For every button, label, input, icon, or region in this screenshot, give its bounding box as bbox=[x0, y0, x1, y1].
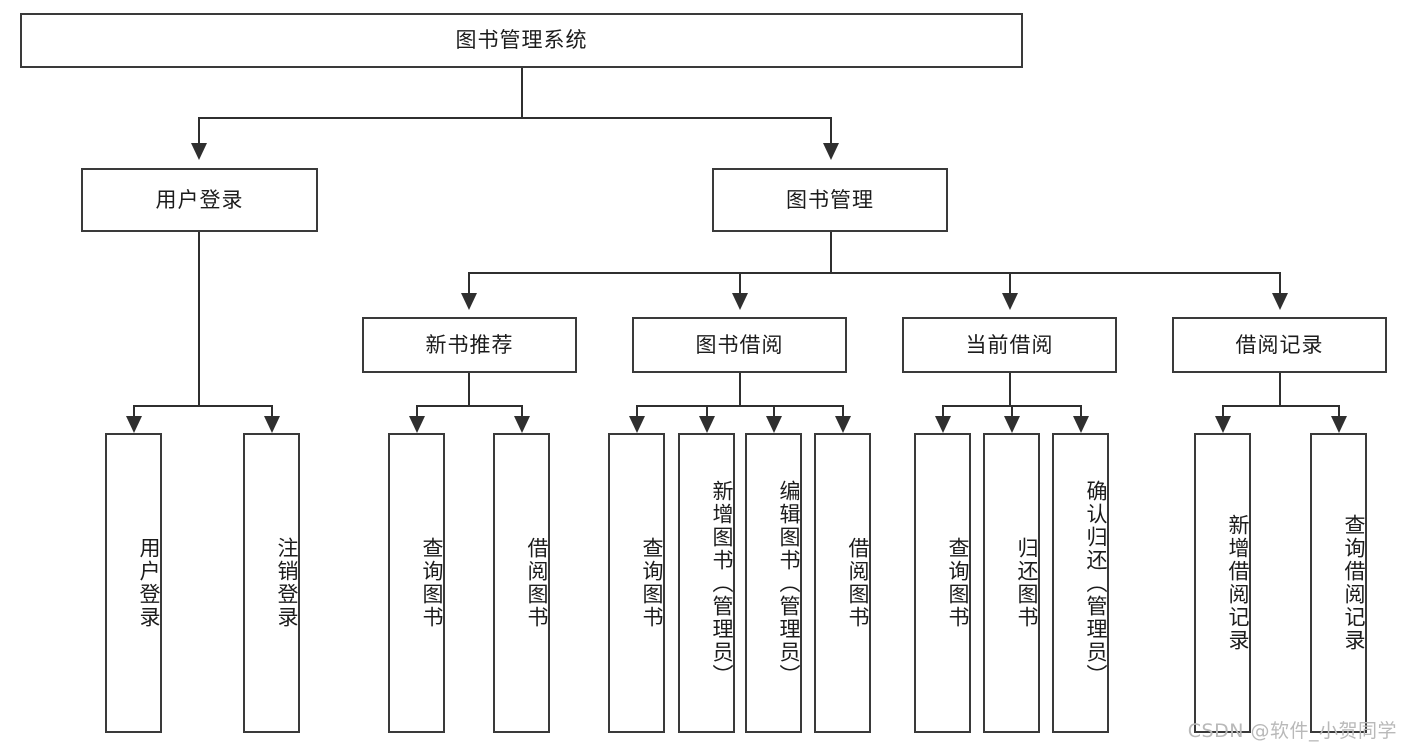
arrow-to-borrow-record bbox=[1272, 293, 1288, 310]
connector-book-borrow-leaf4 bbox=[842, 405, 844, 416]
connector-book-borrow-leaf1 bbox=[636, 405, 638, 416]
node-borrow-record[interactable]: 借阅记录 bbox=[1172, 317, 1387, 373]
connector-user-login-leaf1 bbox=[133, 405, 135, 416]
connector-user-login-leaf2 bbox=[271, 405, 273, 416]
arrow-book-borrow-leaf1 bbox=[629, 416, 645, 433]
node-label: 用户登录 bbox=[155, 187, 244, 212]
connector-book-borrow-leaf2 bbox=[706, 405, 708, 416]
arrow-new-book-leaf2 bbox=[514, 416, 530, 433]
leaf-user-login-login[interactable]: 用户登录 bbox=[105, 433, 162, 733]
csdn-watermark: CSDN @软件_小贺同学 bbox=[1187, 720, 1397, 742]
node-label: 用户登录 bbox=[137, 537, 161, 629]
connector-current-borrow-leaf1 bbox=[942, 405, 944, 416]
node-label: 借阅图书 bbox=[525, 537, 549, 629]
connector-user-login-stem bbox=[198, 232, 200, 405]
leaf-book-borrow-edit-admin[interactable]: 编辑图书（管理员） bbox=[745, 433, 802, 733]
connector-level3-bus bbox=[468, 272, 1279, 274]
connector-borrow-record-stem bbox=[1279, 373, 1281, 405]
connector-to-new-book bbox=[468, 272, 470, 293]
leaf-book-borrow-add-admin[interactable]: 新增图书（管理员） bbox=[678, 433, 735, 733]
node-root-system[interactable]: 图书管理系统 bbox=[20, 13, 1023, 68]
connector-user-login-bus bbox=[133, 405, 271, 407]
arrow-new-book-leaf1 bbox=[409, 416, 425, 433]
arrow-book-borrow-leaf2 bbox=[699, 416, 715, 433]
connector-current-borrow-stem bbox=[1009, 373, 1011, 405]
connector-current-borrow-leaf2 bbox=[1011, 405, 1013, 416]
node-label: 查询借阅记录 bbox=[1342, 514, 1366, 652]
node-label: 归还图书 bbox=[1015, 537, 1039, 629]
node-label: 借阅图书 bbox=[846, 537, 870, 629]
arrow-book-borrow-leaf4 bbox=[835, 416, 851, 433]
connector-borrow-record-leaf2 bbox=[1338, 405, 1340, 416]
connector-borrow-record-bus bbox=[1222, 405, 1338, 407]
node-current-borrow[interactable]: 当前借阅 bbox=[902, 317, 1117, 373]
leaf-book-borrow-query[interactable]: 查询图书 bbox=[608, 433, 665, 733]
connector-book-borrow-bus bbox=[636, 405, 842, 407]
node-book-management[interactable]: 图书管理 bbox=[712, 168, 948, 232]
arrow-user-login-leaf1 bbox=[126, 416, 142, 433]
connector-book-manage-stem bbox=[830, 232, 832, 272]
connector-to-book-borrow bbox=[739, 272, 741, 293]
leaf-user-login-logout[interactable]: 注销登录 bbox=[243, 433, 300, 733]
connector-current-borrow-leaf3 bbox=[1080, 405, 1082, 416]
leaf-borrow-record-query[interactable]: 查询借阅记录 bbox=[1310, 433, 1367, 733]
connector-to-user-login bbox=[198, 117, 200, 143]
connector-to-book-manage bbox=[830, 117, 832, 143]
connector-root-stem bbox=[521, 68, 523, 117]
connector-new-book-leaf1 bbox=[416, 405, 418, 416]
connector-to-current-borrow bbox=[1009, 272, 1011, 293]
node-book-borrow[interactable]: 图书借阅 bbox=[632, 317, 847, 373]
arrow-borrow-record-leaf2 bbox=[1331, 416, 1347, 433]
connector-level2-bus bbox=[198, 117, 830, 119]
leaf-current-borrow-return[interactable]: 归还图书 bbox=[983, 433, 1040, 733]
arrow-current-borrow-leaf2 bbox=[1004, 416, 1020, 433]
node-label: 当前借阅 bbox=[965, 332, 1054, 357]
node-label: 新增借阅记录 bbox=[1226, 514, 1250, 652]
arrow-user-login-leaf2 bbox=[264, 416, 280, 433]
connector-to-borrow-record bbox=[1279, 272, 1281, 293]
leaf-book-borrow-borrow[interactable]: 借阅图书 bbox=[814, 433, 871, 733]
arrow-to-current-borrow bbox=[1002, 293, 1018, 310]
leaf-current-borrow-confirm-admin[interactable]: 确认归还（管理员） bbox=[1052, 433, 1109, 733]
arrow-borrow-record-leaf1 bbox=[1215, 416, 1231, 433]
node-label: 确认归还（管理员） bbox=[1084, 479, 1108, 687]
node-label: 图书管理 bbox=[786, 187, 874, 212]
node-label: 注销登录 bbox=[275, 537, 299, 629]
connector-book-borrow-stem bbox=[739, 373, 741, 405]
connector-new-book-stem bbox=[468, 373, 470, 405]
leaf-current-borrow-query[interactable]: 查询图书 bbox=[914, 433, 971, 733]
node-label: 借阅记录 bbox=[1235, 332, 1324, 357]
node-label: 新增图书（管理员） bbox=[710, 479, 734, 687]
arrow-current-borrow-leaf3 bbox=[1073, 416, 1089, 433]
arrow-current-borrow-leaf1 bbox=[935, 416, 951, 433]
connector-book-borrow-leaf3 bbox=[773, 405, 775, 416]
leaf-borrow-record-add[interactable]: 新增借阅记录 bbox=[1194, 433, 1251, 733]
connector-borrow-record-leaf1 bbox=[1222, 405, 1224, 416]
arrow-to-user-login bbox=[191, 143, 207, 160]
leaf-new-book-query[interactable]: 查询图书 bbox=[388, 433, 445, 733]
leaf-new-book-borrow[interactable]: 借阅图书 bbox=[493, 433, 550, 733]
node-new-book-recommend[interactable]: 新书推荐 bbox=[362, 317, 577, 373]
arrow-to-book-borrow bbox=[732, 293, 748, 310]
node-label: 查询图书 bbox=[420, 537, 444, 629]
node-label: 图书管理系统 bbox=[455, 28, 588, 53]
connector-new-book-leaf2 bbox=[521, 405, 523, 416]
node-label: 查询图书 bbox=[640, 537, 664, 629]
connector-new-book-bus bbox=[416, 405, 521, 407]
arrow-to-book-manage bbox=[823, 143, 839, 160]
arrow-to-new-book bbox=[461, 293, 477, 310]
node-label: 图书借阅 bbox=[695, 332, 784, 357]
arrow-book-borrow-leaf3 bbox=[766, 416, 782, 433]
node-label: 编辑图书（管理员） bbox=[777, 479, 801, 687]
node-label: 查询图书 bbox=[946, 537, 970, 629]
node-label: 新书推荐 bbox=[425, 332, 514, 357]
node-user-login[interactable]: 用户登录 bbox=[81, 168, 318, 232]
